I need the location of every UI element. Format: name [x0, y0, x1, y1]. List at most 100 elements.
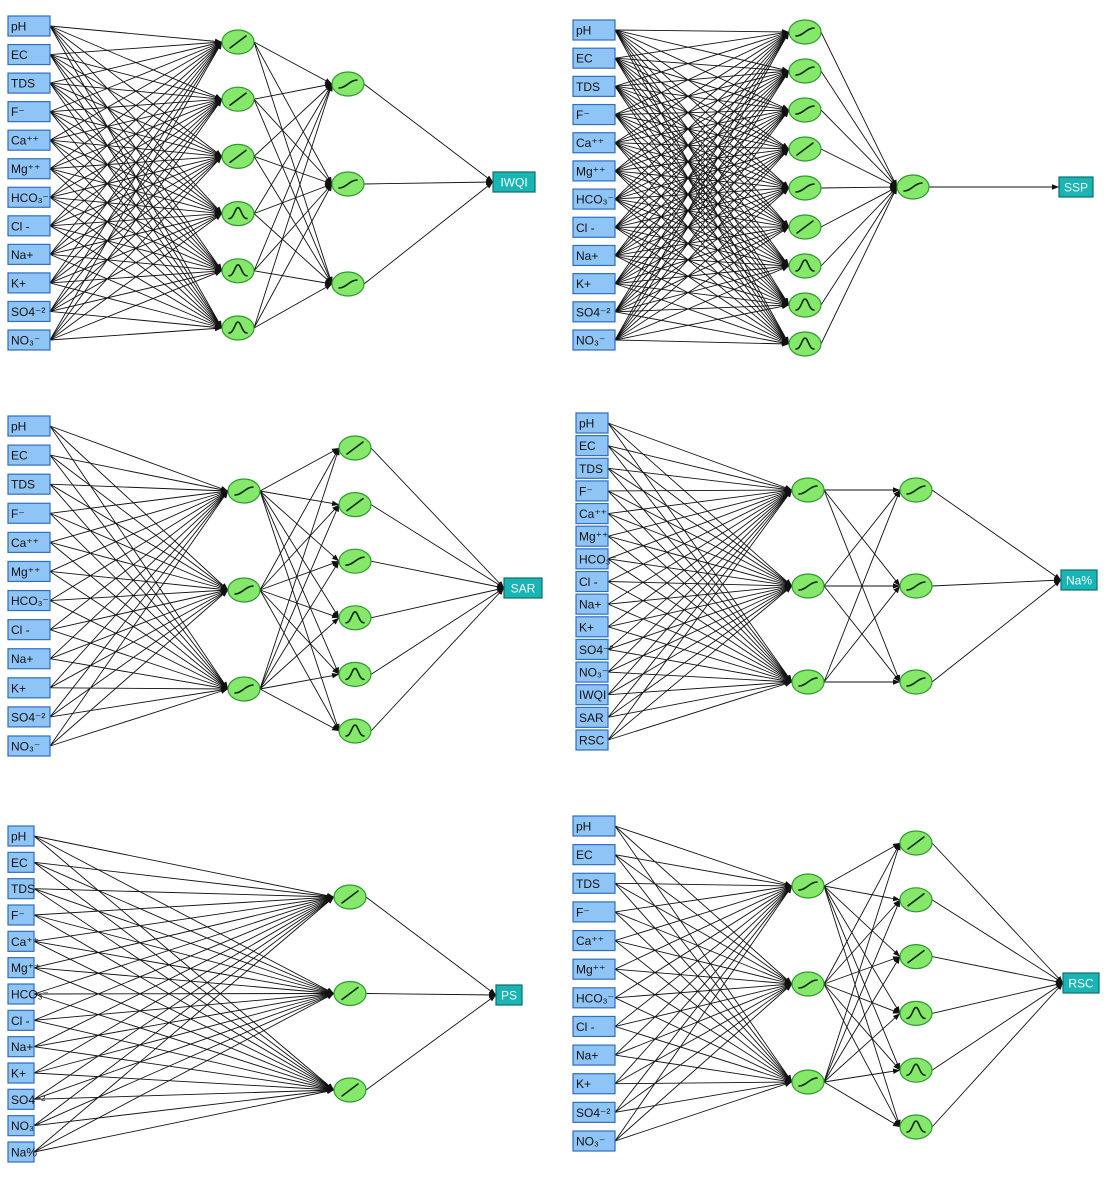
input-node — [575, 480, 609, 502]
input-node-label: Ca⁺⁺ — [579, 507, 607, 521]
connection-line — [259, 560, 340, 690]
input-node-label: NO₃⁻ — [576, 1135, 605, 1149]
connection-line — [33, 861, 335, 994]
linear-activation-icon — [796, 220, 814, 234]
connection-line — [253, 213, 333, 285]
connection-line — [49, 41, 223, 170]
input-node — [572, 929, 616, 952]
connection-line — [823, 489, 901, 683]
gaussian-activation-icon — [906, 1063, 926, 1076]
connection-line — [33, 835, 335, 899]
connection-line — [820, 186, 898, 306]
connection-line — [931, 899, 1064, 984]
connection-line — [49, 425, 229, 492]
connection-line — [823, 842, 901, 887]
input-node — [7, 1088, 35, 1110]
connection-line — [33, 1046, 335, 1092]
gaussian-activation-icon — [906, 1006, 926, 1020]
connection-line — [614, 170, 790, 345]
input-node — [575, 548, 609, 570]
connection-line — [33, 895, 335, 942]
connection-line — [614, 940, 793, 986]
connection-line — [370, 560, 505, 590]
connection-line — [49, 311, 223, 331]
input-node — [572, 103, 616, 126]
linear-activation-icon — [346, 497, 364, 512]
connection-line — [259, 447, 340, 690]
connection-line — [614, 70, 790, 313]
connection-line — [49, 490, 229, 660]
connection-line — [614, 31, 790, 284]
connection-line — [49, 98, 223, 312]
connection-line — [614, 981, 793, 999]
input-node-label: F⁻ — [11, 909, 25, 923]
connection-line — [49, 542, 229, 690]
input-node-label: SO4⁻² — [11, 305, 45, 319]
input-node-label: EC — [11, 48, 28, 62]
connection-line — [614, 31, 790, 115]
connection-line — [607, 467, 793, 587]
connection-line — [614, 983, 793, 1085]
connection-line — [607, 581, 793, 589]
connection-line — [33, 861, 335, 899]
input-node-label: HCO₃⁻ — [576, 991, 614, 1005]
input-node-label: Cl - — [576, 221, 595, 235]
input-node-label: TDS — [576, 80, 600, 94]
connection-line — [49, 490, 229, 718]
connection-line — [49, 41, 223, 113]
input-node — [572, 987, 616, 1009]
input-node-label: Cl - — [11, 1014, 30, 1028]
connection-line — [607, 513, 793, 587]
linear-activation-icon — [341, 1083, 359, 1097]
connection-line — [49, 587, 229, 601]
input-node-label: HCO₃⁻ — [11, 594, 49, 608]
output-node — [495, 984, 523, 1006]
input-node — [572, 1073, 616, 1095]
input-node — [7, 983, 35, 1005]
connection-line — [823, 956, 901, 985]
connection-line — [259, 688, 340, 732]
linear-activation-icon — [229, 35, 247, 49]
connection-line — [49, 589, 229, 689]
connection-line — [823, 1068, 901, 1083]
connection-line — [607, 585, 793, 718]
neuron-gaussian — [338, 605, 372, 631]
input-node-label: Mg⁺⁺ — [579, 530, 608, 544]
connection-line — [49, 41, 223, 227]
input-node — [7, 560, 51, 583]
connection-line — [253, 82, 333, 100]
connection-line — [33, 896, 335, 1153]
connection-line — [614, 882, 793, 985]
connection-line — [614, 997, 793, 1083]
connection-line — [33, 914, 335, 995]
connection-line — [607, 603, 793, 683]
connection-line — [614, 825, 793, 985]
output-node — [1060, 569, 1098, 591]
connection-line — [607, 585, 793, 741]
connection-line — [33, 895, 335, 969]
connection-line — [49, 512, 229, 591]
input-node — [7, 72, 51, 94]
connection-line — [33, 861, 335, 1091]
connection-line — [823, 885, 901, 1128]
input-node-label: F⁻ — [576, 108, 590, 122]
linear-activation-icon — [229, 149, 247, 164]
connection-line — [49, 490, 229, 747]
sigmoid-activation-icon — [906, 677, 926, 687]
input-node — [7, 272, 51, 294]
sigmoid-activation-icon — [338, 279, 358, 289]
connection-line — [49, 454, 229, 690]
input-node-label: K+ — [579, 620, 594, 634]
input-node-label: NO₃⁻ — [11, 740, 40, 754]
connection-line — [614, 339, 790, 347]
connection-line — [607, 535, 793, 587]
input-node-label: HCO₃⁻ — [576, 193, 614, 207]
connection-line — [614, 1080, 793, 1113]
input-node-label: SAR — [579, 711, 604, 725]
connection-line — [259, 617, 340, 690]
connection-line — [614, 968, 793, 987]
gaussian-activation-icon — [228, 263, 248, 277]
input-node — [7, 300, 51, 323]
connection-line — [607, 535, 793, 683]
